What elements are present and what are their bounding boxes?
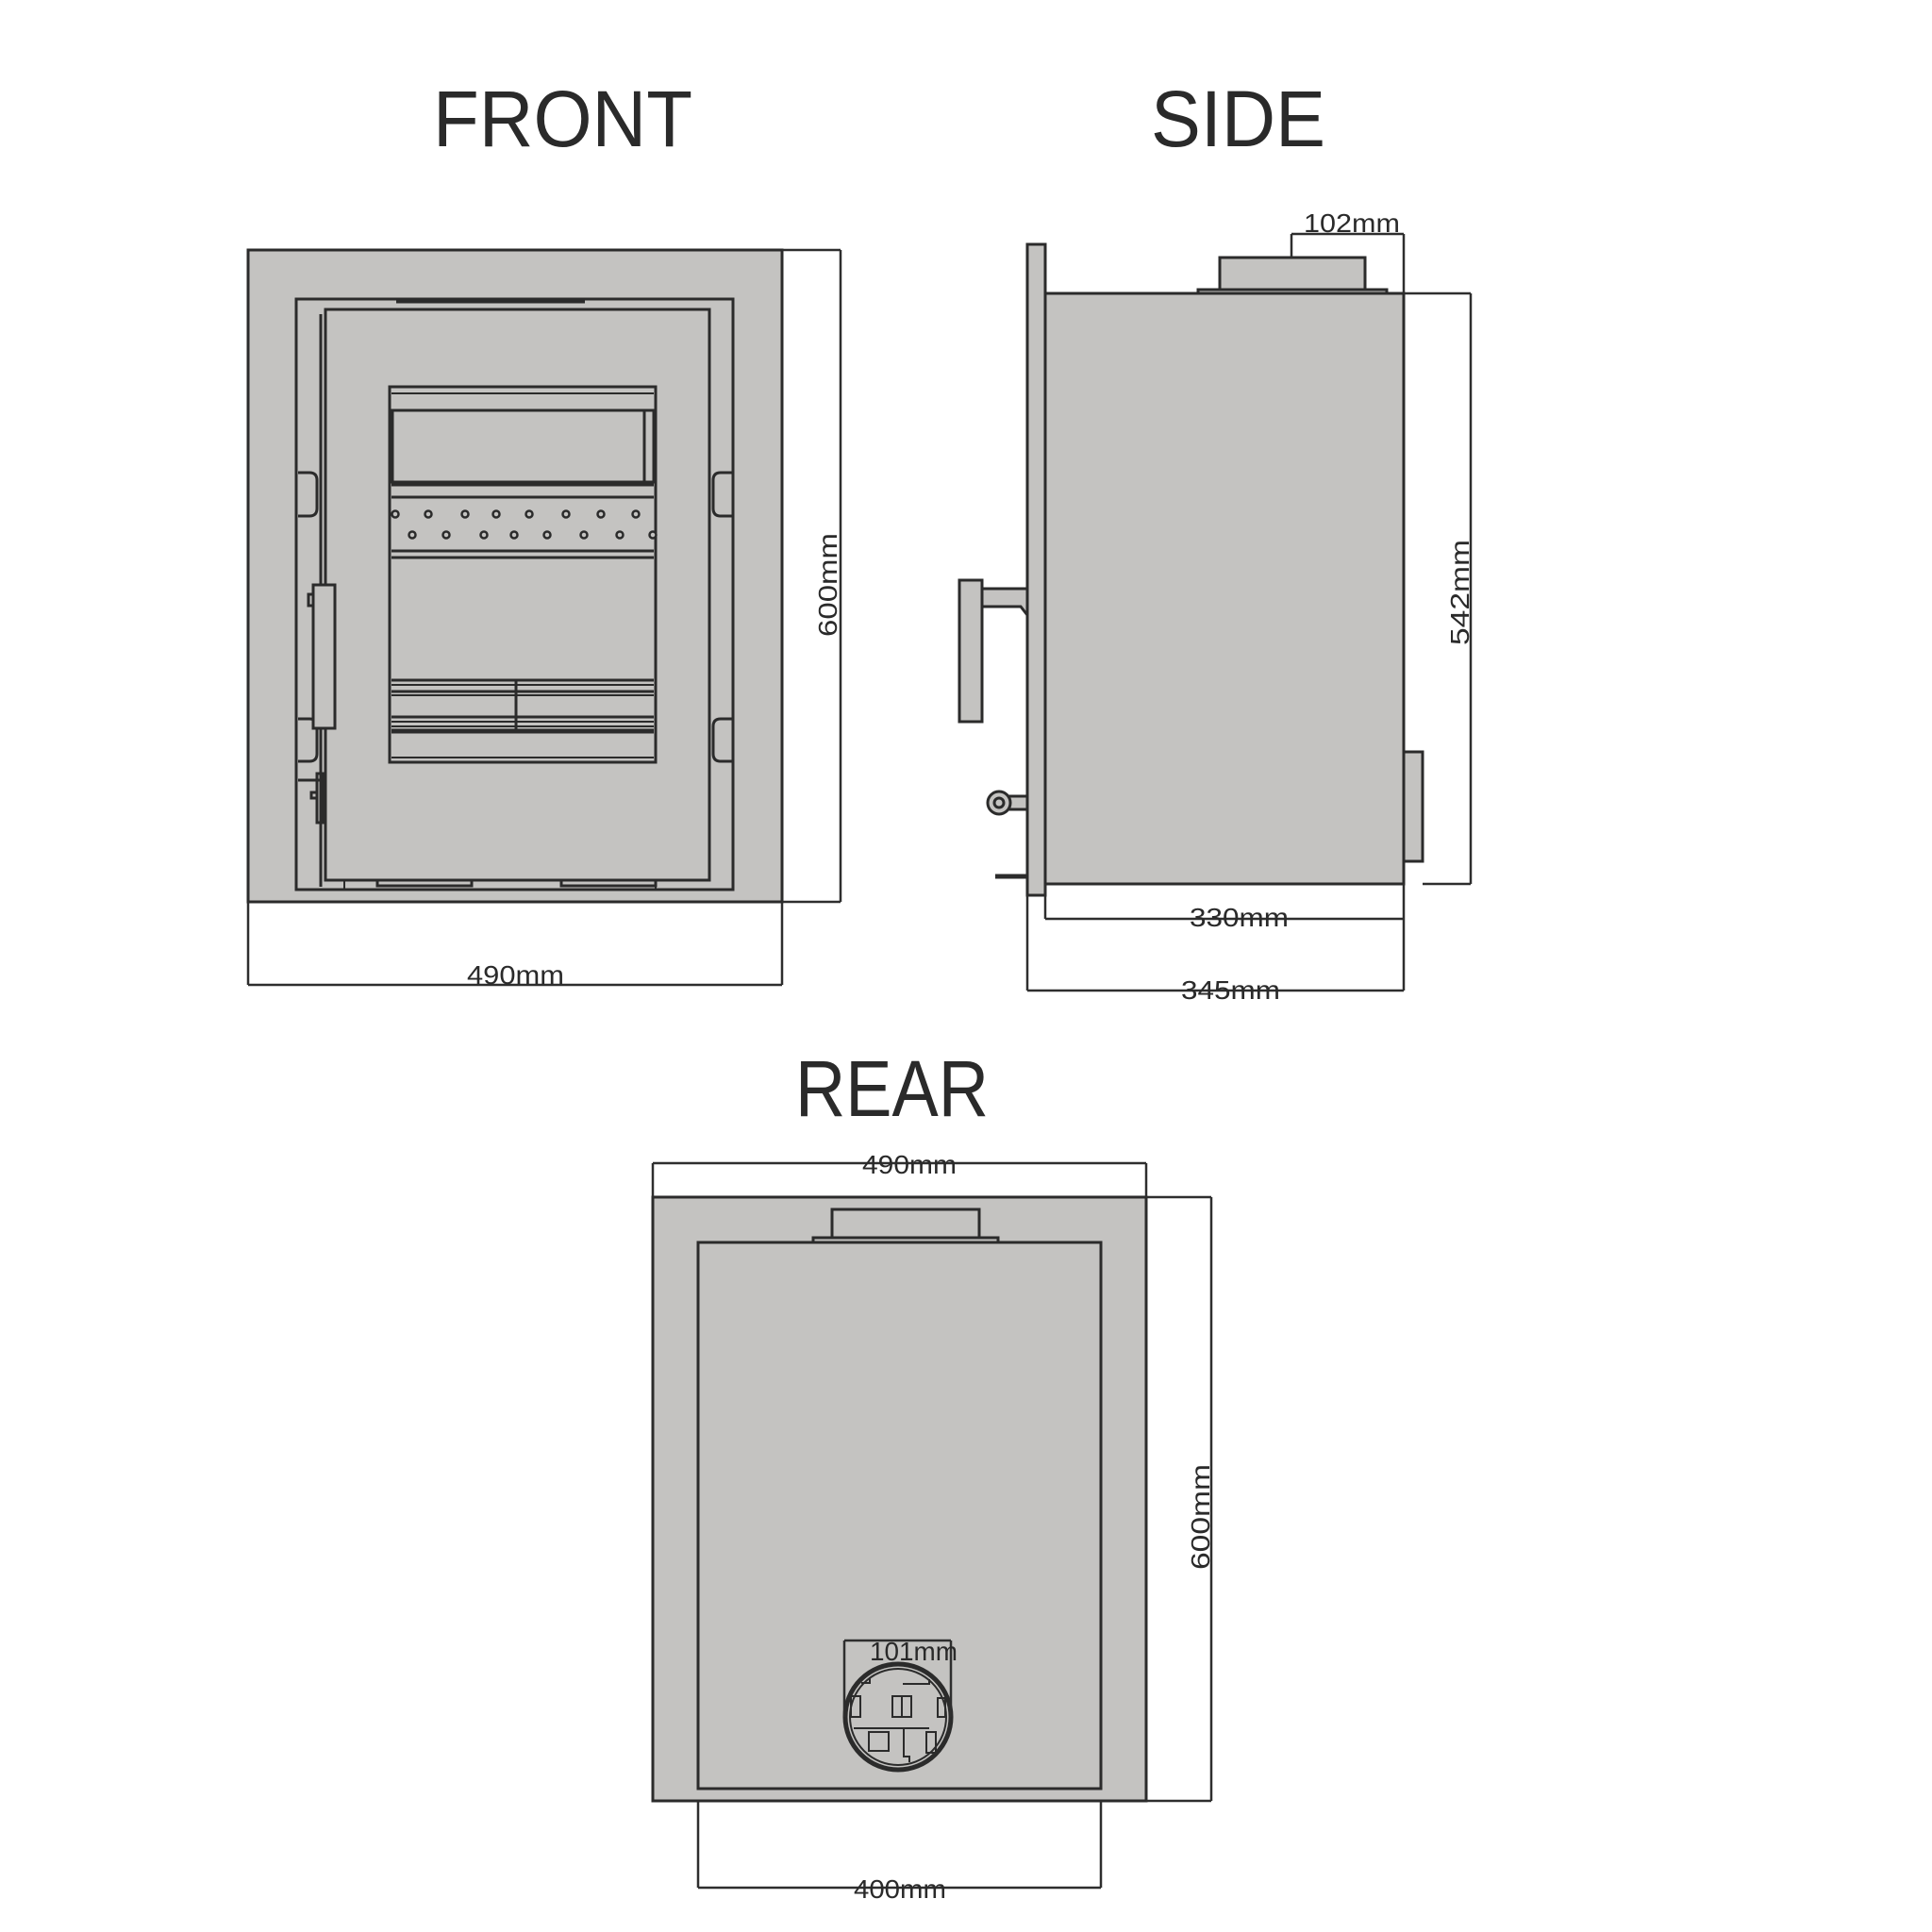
side-view: SIDE <box>958 75 1474 1005</box>
side-dimensions <box>1025 232 1473 992</box>
rear-height-label: 600mm <box>1186 1464 1215 1570</box>
side-flue-collar <box>1218 256 1367 295</box>
side-front-plate <box>1025 242 1047 897</box>
side-rear-bracket <box>1402 750 1424 863</box>
door-handle <box>311 583 337 730</box>
rear-spigot <box>842 1661 954 1773</box>
front-view-title: FRONT <box>433 75 692 163</box>
front-bracket-tab-right-lower <box>711 717 732 763</box>
front-bracket-tab-right-upper <box>711 471 732 518</box>
rear-spigot-label: 101mm <box>870 1637 958 1666</box>
side-overall-depth-label: 345mm <box>1181 975 1280 1005</box>
front-dimensions <box>246 248 842 987</box>
side-height-label: 542mm <box>1445 540 1474 645</box>
fuel-grate <box>391 678 654 758</box>
rear-view: REAR <box>651 1044 1215 1904</box>
front-height-label: 600mm <box>813 533 842 637</box>
front-width-label: 490mm <box>467 960 564 990</box>
front-bracket-tab-left-upper <box>298 471 319 518</box>
side-body <box>1043 291 1406 886</box>
rear-body-width-label: 400mm <box>854 1874 946 1904</box>
rear-flue-collar <box>830 1208 981 1241</box>
side-flue-label: 102mm <box>1304 208 1400 238</box>
air-control-ring <box>986 790 1012 816</box>
front-view: FRONT <box>246 75 842 990</box>
side-body-depth-label: 330mm <box>1190 903 1289 932</box>
side-view-title: SIDE <box>1151 75 1325 163</box>
side-door-handle <box>958 578 984 724</box>
rear-dimensions <box>651 1161 1213 1890</box>
rear-width-label: 490mm <box>862 1150 957 1179</box>
rear-view-title: REAR <box>795 1044 989 1133</box>
front-window <box>388 385 658 764</box>
airwash-holes <box>391 509 658 540</box>
